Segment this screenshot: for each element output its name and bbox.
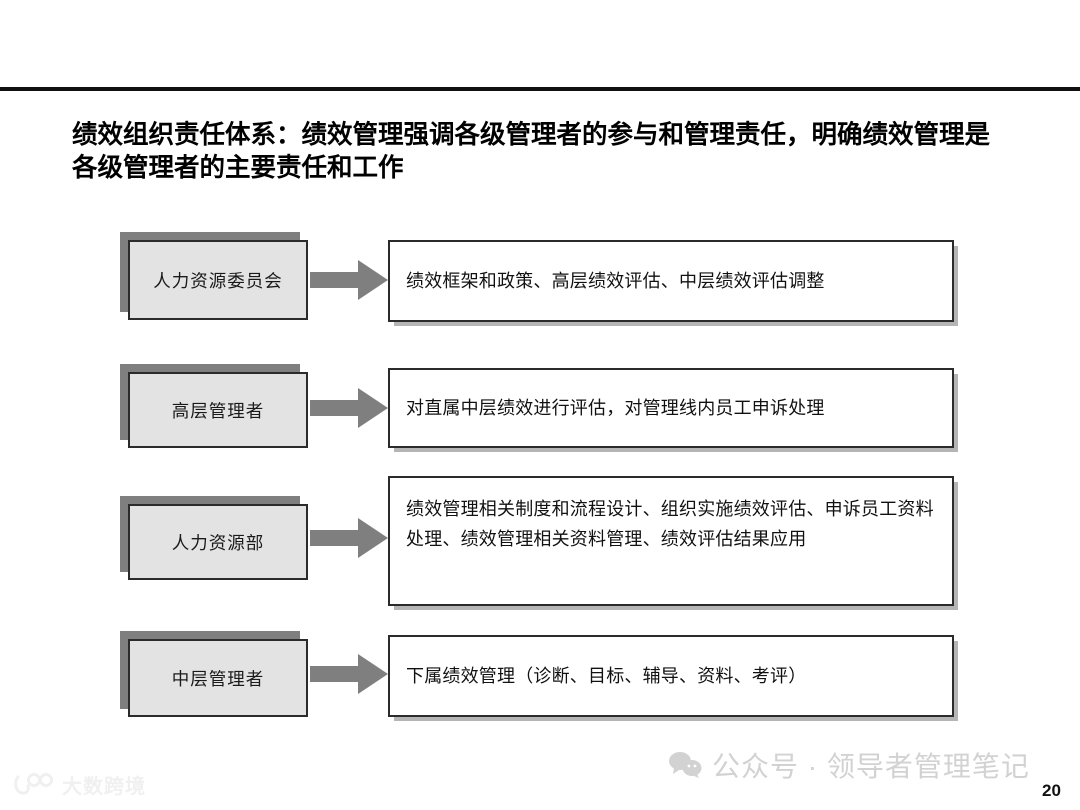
brand-logo-icon	[14, 772, 53, 795]
role-label: 高层管理者	[171, 400, 265, 421]
responsibility-box[interactable]: 对直属中层绩效进行评估，对管理线内员工申诉处理	[388, 368, 954, 448]
role-box[interactable]: 人力资源部	[120, 496, 308, 580]
flow-arrow-icon	[310, 518, 388, 558]
responsibility-text: 对直属中层绩效进行评估，对管理线内员工申诉处理	[406, 398, 825, 418]
brand-watermark: 大数跨境	[14, 770, 146, 799]
role-box[interactable]: 高层管理者	[120, 364, 308, 448]
responsibility-text: 绩效管理相关制度和流程设计、组织实施绩效评估、申诉员工资料处理、绩效管理相关资料…	[406, 499, 934, 549]
responsibility-text: 绩效框架和政策、高层绩效评估、中层绩效评估调整	[406, 271, 825, 291]
wechat-icon	[669, 752, 702, 778]
role-label: 人力资源委员会	[153, 270, 283, 291]
role-box-front-plate: 人力资源部	[128, 504, 308, 580]
role-box-front-plate: 高层管理者	[128, 372, 308, 448]
header-divider	[0, 87, 1080, 91]
role-box-front-plate: 人力资源委员会	[128, 240, 308, 320]
page-number: 20	[1042, 781, 1061, 800]
page-title: 绩效组织责任体系：绩效管理强调各级管理者的参与和管理责任，明确绩效管理是各级管理…	[72, 120, 991, 182]
role-label: 中层管理者	[171, 668, 265, 689]
role-label: 人力资源部	[171, 532, 265, 553]
flow-arrow-icon	[310, 388, 388, 428]
wechat-watermark: 公众号 · 领导者管理笔记	[668, 745, 1030, 785]
brand-watermark-text: 大数跨境	[62, 776, 146, 798]
responsibility-box[interactable]: 下属绩效管理（诊断、目标、辅导、资料、考评）	[388, 635, 954, 717]
wechat-watermark-text: 公众号 · 领导者管理笔记	[712, 751, 1030, 782]
flow-arrow-icon	[310, 260, 388, 300]
role-box-front-plate: 中层管理者	[128, 639, 308, 717]
responsibility-box[interactable]: 绩效管理相关制度和流程设计、组织实施绩效评估、申诉员工资料处理、绩效管理相关资料…	[388, 476, 954, 606]
responsibility-text: 下属绩效管理（诊断、目标、辅导、资料、考评）	[406, 666, 807, 686]
role-box[interactable]: 中层管理者	[120, 631, 308, 717]
role-box[interactable]: 人力资源委员会	[120, 232, 308, 320]
flow-arrow-icon	[310, 654, 388, 694]
responsibility-box[interactable]: 绩效框架和政策、高层绩效评估、中层绩效评估调整	[388, 240, 954, 322]
